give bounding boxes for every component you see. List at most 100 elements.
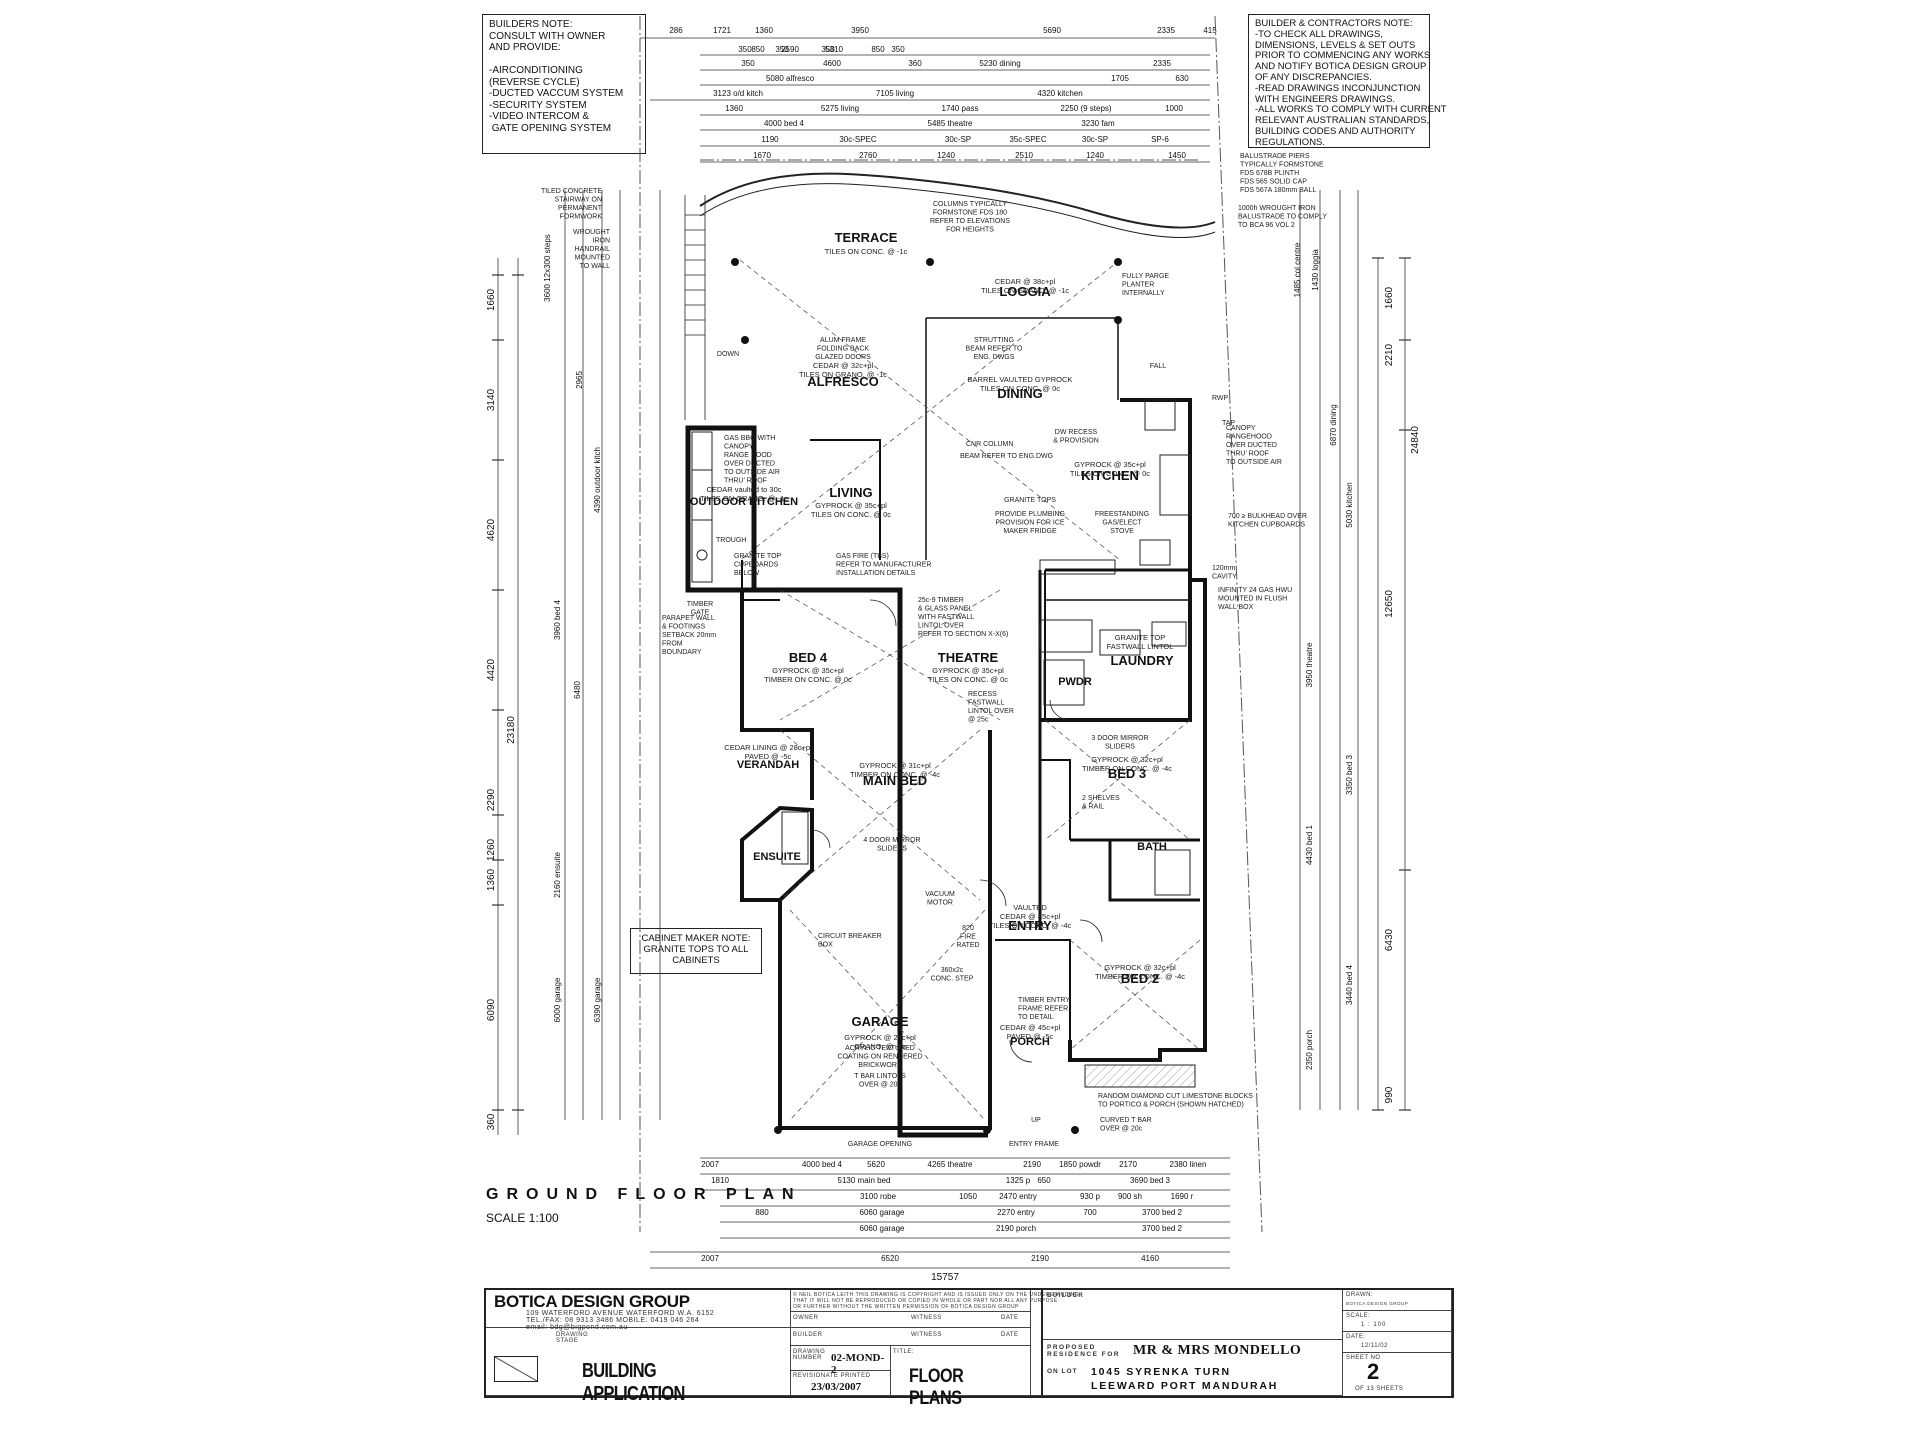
dim-bot-5-1: 6520 [881,1254,899,1263]
dim-top-2-3: 5230 dining [979,59,1020,68]
title-cell: TITLE: FLOOR PLANS [891,1346,1031,1409]
dim-top-7-2: 30c-SP [945,135,971,144]
room-living: LIVING [829,485,872,500]
dim-bot-5-2: 2190 [1031,1254,1049,1263]
kitchen-fittings [781,399,1191,896]
company-email: email: bdg@bigpond.com.au [526,1324,628,1331]
dim-left-3: 23180 [506,716,517,744]
terrace-balustrade [699,172,1216,239]
dim-top-1-6: 850 [871,45,885,54]
dim-top-1-0: 5310 [825,45,843,54]
dim-bot-3-0: 880 [755,1208,769,1217]
dim-bot-2-4: 900 sh [1118,1192,1142,1201]
dim-bot-1-2: 1325 p [1006,1176,1031,1185]
dim-top-2-2: 360 [908,59,922,68]
dim-top-5-4: 1000 [1165,104,1183,113]
note-entry-frame: ENTRY FRAME [1009,1141,1059,1148]
dim-top-1-3: 350 [775,45,789,54]
room-dining: DINING [997,386,1043,401]
dim-top-3-1: 1705 [1111,74,1129,83]
room-terrace: TERRACE [835,230,898,245]
stage-icon [494,1356,538,1382]
room-theatre: THEATRE [938,650,999,665]
drawn-label: DRAWN: [1346,1292,1374,1298]
room-entry: ENTRY [1008,918,1052,933]
contractors-note: BUILDER & CONTRACTORS NOTE: -TO CHECK AL… [1248,14,1447,148]
note-down: DOWN [717,351,739,358]
note-shelves: 2 SHELVES& RAIL [1082,795,1120,811]
dim-top-7-5: SP-6 [1151,135,1169,144]
note-cnr-column: CNR COLUMN [966,441,1013,448]
dim-bot-2-3: 930 p [1080,1192,1101,1201]
dim-top-3-2: 630 [1175,74,1189,83]
project-cell: PROPOSED RESIDENCE FOR MR & MRS MONDELLO… [1043,1340,1343,1396]
client-name: MR & MRS MONDELLO [1133,1343,1302,1358]
dim-top-0-5: 2335 [1157,26,1175,35]
dim-top-8-0: 1670 [753,151,771,160]
dim-top-1-7: 350 [891,45,905,54]
note-garage-opening: GARAGE OPENING [848,1141,912,1148]
dim-left-1: 3140 [486,388,497,411]
dim-right-inner-6: 4430 bed 1 [1305,824,1314,865]
dim-top-8-4: 1240 [1086,151,1104,160]
dim-left-inner-6: 6000 garage [553,977,562,1022]
dim-top-7-1: 30c-SPEC [839,135,877,144]
witness-label-2: WITNESS [911,1332,942,1338]
stair-treads [684,195,706,420]
dim-top-0-6: 415 [1203,26,1217,35]
note-up: UP [1031,1117,1041,1124]
plan-title: GROUND FLOOR PLAN [486,1186,802,1203]
dim-bot-2-5: 1690 r [1171,1192,1194,1201]
vault-diagonals [739,259,1201,1121]
dim-left-4: 4420 [486,658,497,681]
company-cell: BOTICA DESIGN GROUP 109 WATERFORD AVENUE… [486,1290,791,1328]
dim-total: 15757 [931,1272,959,1283]
dim-right-5: 990 [1384,1086,1395,1103]
dim-bot-1-3: 650 [1037,1176,1051,1185]
dim-top-0-4: 5690 [1043,26,1061,35]
room-kitchen: KITCHEN [1081,468,1139,483]
room-ensuite: ENSUITE [753,851,801,863]
builders-note: BUILDERS NOTE: CONSULT WITH OWNER AND PR… [482,14,646,154]
dim-bot-5-3: 4160 [1141,1254,1159,1263]
printed-date: 23/03/2007 [811,1381,862,1393]
room-garage: GARAGE [851,1014,908,1029]
dim-left-5: 2290 [486,788,497,811]
dim-right-inner-8: 2350 porch [1305,1030,1314,1070]
room-alfresco: ALFRESCO [807,374,879,389]
date-cell: DATE: 12/11/02 [1343,1332,1452,1353]
note-trough: TROUGH [716,537,746,544]
company-name: BOTICA DESIGN GROUP [494,1292,690,1311]
dim-right-inner-7: 3440 bed 4 [1345,964,1354,1005]
dim-top-7-0: 1190 [761,135,779,144]
dim-top-0-1: 1721 [713,26,731,35]
dim-top-8-3: 2510 [1015,151,1033,160]
dim-right-inner-0: 1485 col centre [1293,242,1302,297]
room-outdoor-kitchen: OUTDOOR KITCHEN [690,496,798,508]
dim-left-inner-5: 2160 ensuite [553,852,562,898]
dim-top-2-0: 350 [741,59,755,68]
builder-sign-cell: BUILDER WITNESS DATE [791,1328,1031,1346]
dim-top-0-3: 3950 [851,26,869,35]
dim-bot-0-4: 2190 [1023,1160,1041,1169]
dim-left-2: 4620 [486,518,497,541]
dim-right-1: 2210 [1384,343,1395,366]
dim-top-0-0: 286 [669,26,683,35]
site-address-2: LEEWARD PORT MANDURAH [1091,1380,1279,1392]
